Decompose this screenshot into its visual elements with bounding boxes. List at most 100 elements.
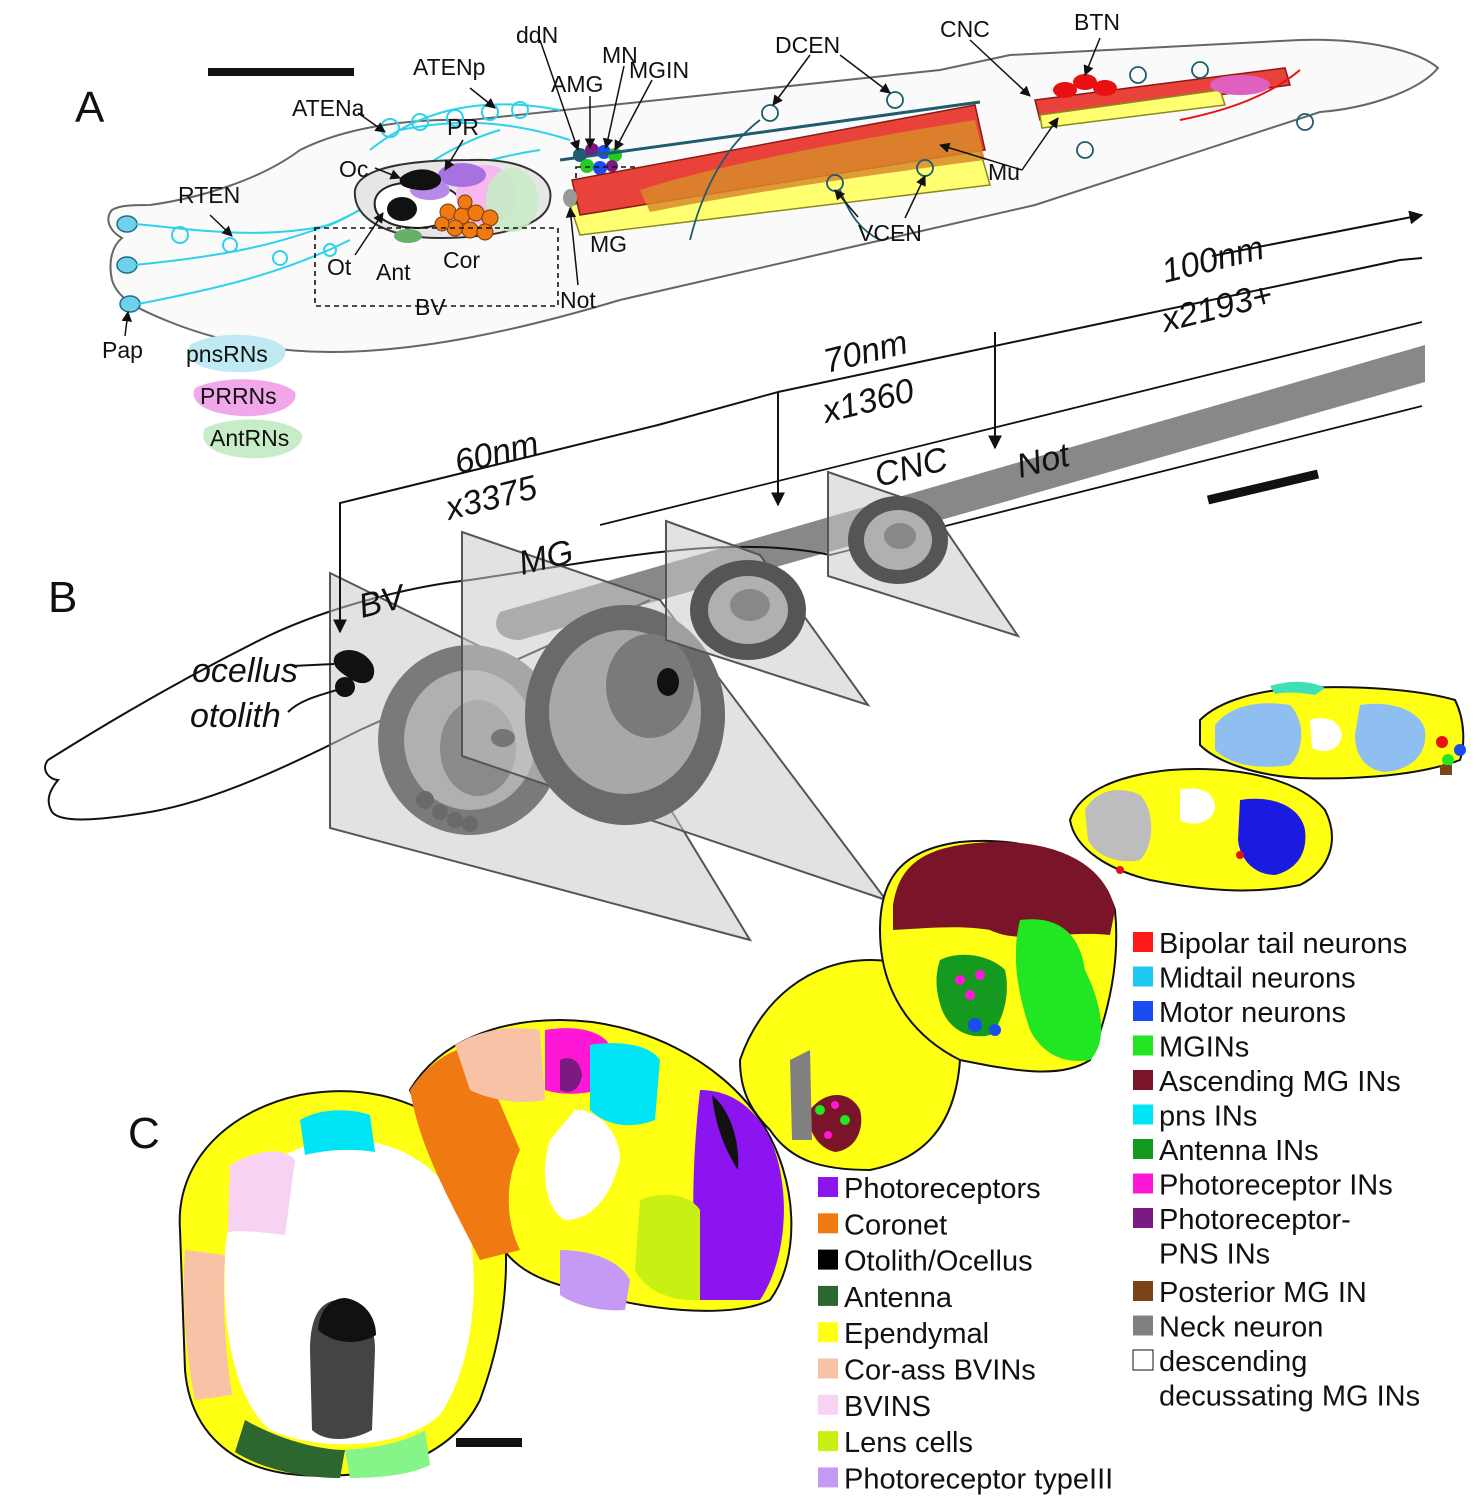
blob-prrns-label: PRRNs	[200, 383, 277, 409]
legend-left-swatch-8	[818, 1467, 838, 1488]
label-ot: Ot	[327, 254, 352, 280]
legend-right-swatch-4	[1133, 1070, 1153, 1090]
section-2-thickness: 70nm	[820, 323, 912, 380]
label-otolith: otolith	[190, 697, 281, 735]
label-cor: Cor	[443, 247, 480, 273]
legend-right-swatch-11	[1132, 1349, 1154, 1371]
otolith-shape	[335, 677, 355, 697]
legend-left-swatch-2	[818, 1249, 838, 1270]
legend-right-swatch-0	[1133, 932, 1153, 952]
label-cnc-a: CNC	[940, 16, 990, 42]
section-plane-not	[827, 470, 1021, 638]
legend-left-label-1: Coronet	[844, 1209, 947, 1241]
section-c-2	[408, 1018, 793, 1312]
label-ant: Ant	[376, 259, 411, 285]
blob-pnsrns-label: pnsRNs	[186, 341, 268, 367]
label-ddn: ddN	[516, 22, 558, 48]
legend-right-label-10: Neck neuron	[1159, 1312, 1323, 1344]
legend-right-label-8-line2: PNS INs	[1159, 1239, 1270, 1271]
label-mu: Mu	[988, 159, 1020, 185]
label-not-a: Not	[560, 287, 596, 313]
legend-right-label-3: MGINs	[1159, 1032, 1249, 1064]
legend-left: PhotoreceptorsCoronetOtolith/OcellusAnte…	[818, 1173, 1113, 1495]
tail-pink	[1210, 75, 1270, 95]
legend-right-swatch-1	[1133, 966, 1153, 987]
legend-left-swatch-4	[818, 1322, 838, 1343]
legend-right-label-6: Antenna INs	[1159, 1135, 1319, 1167]
scale-bar-b	[1206, 469, 1320, 505]
legend-left-label-7: Lens cells	[844, 1427, 973, 1459]
section-c-4	[878, 839, 1118, 1073]
leader-lines-a	[121, 37, 1101, 337]
label-mn: MN	[602, 42, 638, 68]
legend-right-swatch-6	[1133, 1139, 1153, 1159]
section-1-count: x3375	[440, 468, 541, 528]
legend-right-label-9: Posterior MG IN	[1159, 1277, 1367, 1309]
tail-notochord-a	[1039, 89, 1227, 129]
legend-right-label-7: Photoreceptor INs	[1159, 1170, 1393, 1202]
legend-right-label-5: pns INs	[1159, 1101, 1257, 1133]
scale-bar-c	[456, 1438, 522, 1447]
label-mg-a: MG	[590, 231, 627, 257]
legend-left-label-8: Photoreceptor typeIII	[844, 1463, 1113, 1495]
panel-b-letter: B	[48, 573, 77, 622]
label-atena: ATENa	[292, 95, 365, 121]
section-brackets	[333, 210, 1424, 634]
legend-left-swatch-1	[818, 1213, 838, 1234]
label-mgin: MGIN	[629, 57, 689, 83]
blob-antrns	[203, 419, 303, 459]
panel-c-letter: C	[128, 1109, 160, 1158]
label-pr: PR	[447, 114, 479, 140]
legend-right-swatch-9	[1133, 1281, 1153, 1301]
label-atenp: ATENp	[413, 54, 485, 80]
label-bv-a: BV	[415, 294, 446, 320]
label-vcen: VCEN	[858, 220, 922, 246]
legend-left-swatch-6	[818, 1394, 838, 1415]
blob-antrns-label: AntRNs	[210, 425, 289, 451]
label-amg: AMG	[551, 71, 603, 97]
legend-right-label-0: Bipolar tail neurons	[1159, 928, 1407, 960]
bv-bracket	[314, 227, 559, 307]
legend-right-label-2: Motor neurons	[1159, 997, 1346, 1029]
label-pap: Pap	[102, 337, 143, 363]
nerve-cord-a	[559, 100, 981, 162]
label-btn: BTN	[1074, 9, 1120, 35]
legend-right-swatch-10	[1133, 1315, 1153, 1336]
legend-left-swatch-0	[818, 1177, 838, 1197]
label-oc: Oc	[339, 156, 368, 182]
panel-c: C	[128, 681, 1466, 1495]
btn-cells	[1053, 74, 1117, 98]
section-plane-mg	[461, 530, 889, 902]
panel-a: A	[75, 9, 1440, 459]
legend-left-label-6: BVINS	[844, 1391, 931, 1423]
label-dcen: DCEN	[775, 32, 840, 58]
legend-left-label-0: Photoreceptors	[844, 1173, 1041, 1205]
legend-left-label-2: Otolith/Ocellus	[844, 1246, 1033, 1278]
legend-left-swatch-7	[818, 1431, 838, 1452]
legend-right-label-11: descending	[1159, 1346, 1307, 1378]
ocellus-shape	[333, 650, 375, 684]
legend-right-swatch-2	[1133, 1001, 1153, 1021]
legend-right-swatch-3	[1133, 1035, 1153, 1056]
panel-a-letter: A	[75, 83, 105, 132]
blob-pnsrns	[188, 334, 286, 373]
legend-right-label-8: Photoreceptor-	[1159, 1204, 1351, 1236]
tail-edge-top	[599, 321, 1423, 526]
legend-left-label-3: Antenna	[844, 1282, 953, 1314]
btn-axon	[1179, 69, 1301, 121]
peripheral-neurons	[689, 61, 1314, 241]
legend-right-label-11-line2: decussating MG INs	[1159, 1381, 1420, 1413]
legend-right-swatch-8	[1133, 1208, 1153, 1228]
legend-right-label-1: Midtail neurons	[1159, 963, 1356, 995]
legend-left-label-4: Ependymal	[844, 1318, 989, 1350]
legend-right-swatch-5	[1133, 1104, 1153, 1125]
legend-left-label-5: Cor-ass BVINs	[844, 1355, 1036, 1387]
legend-left-swatch-3	[818, 1285, 838, 1306]
legend-right-swatch-7	[1133, 1173, 1153, 1194]
label-ocellus: ocellus	[192, 652, 298, 690]
label-rten: RTEN	[178, 182, 240, 208]
panel-b: B	[44, 210, 1425, 942]
section-c-6	[1199, 681, 1466, 780]
